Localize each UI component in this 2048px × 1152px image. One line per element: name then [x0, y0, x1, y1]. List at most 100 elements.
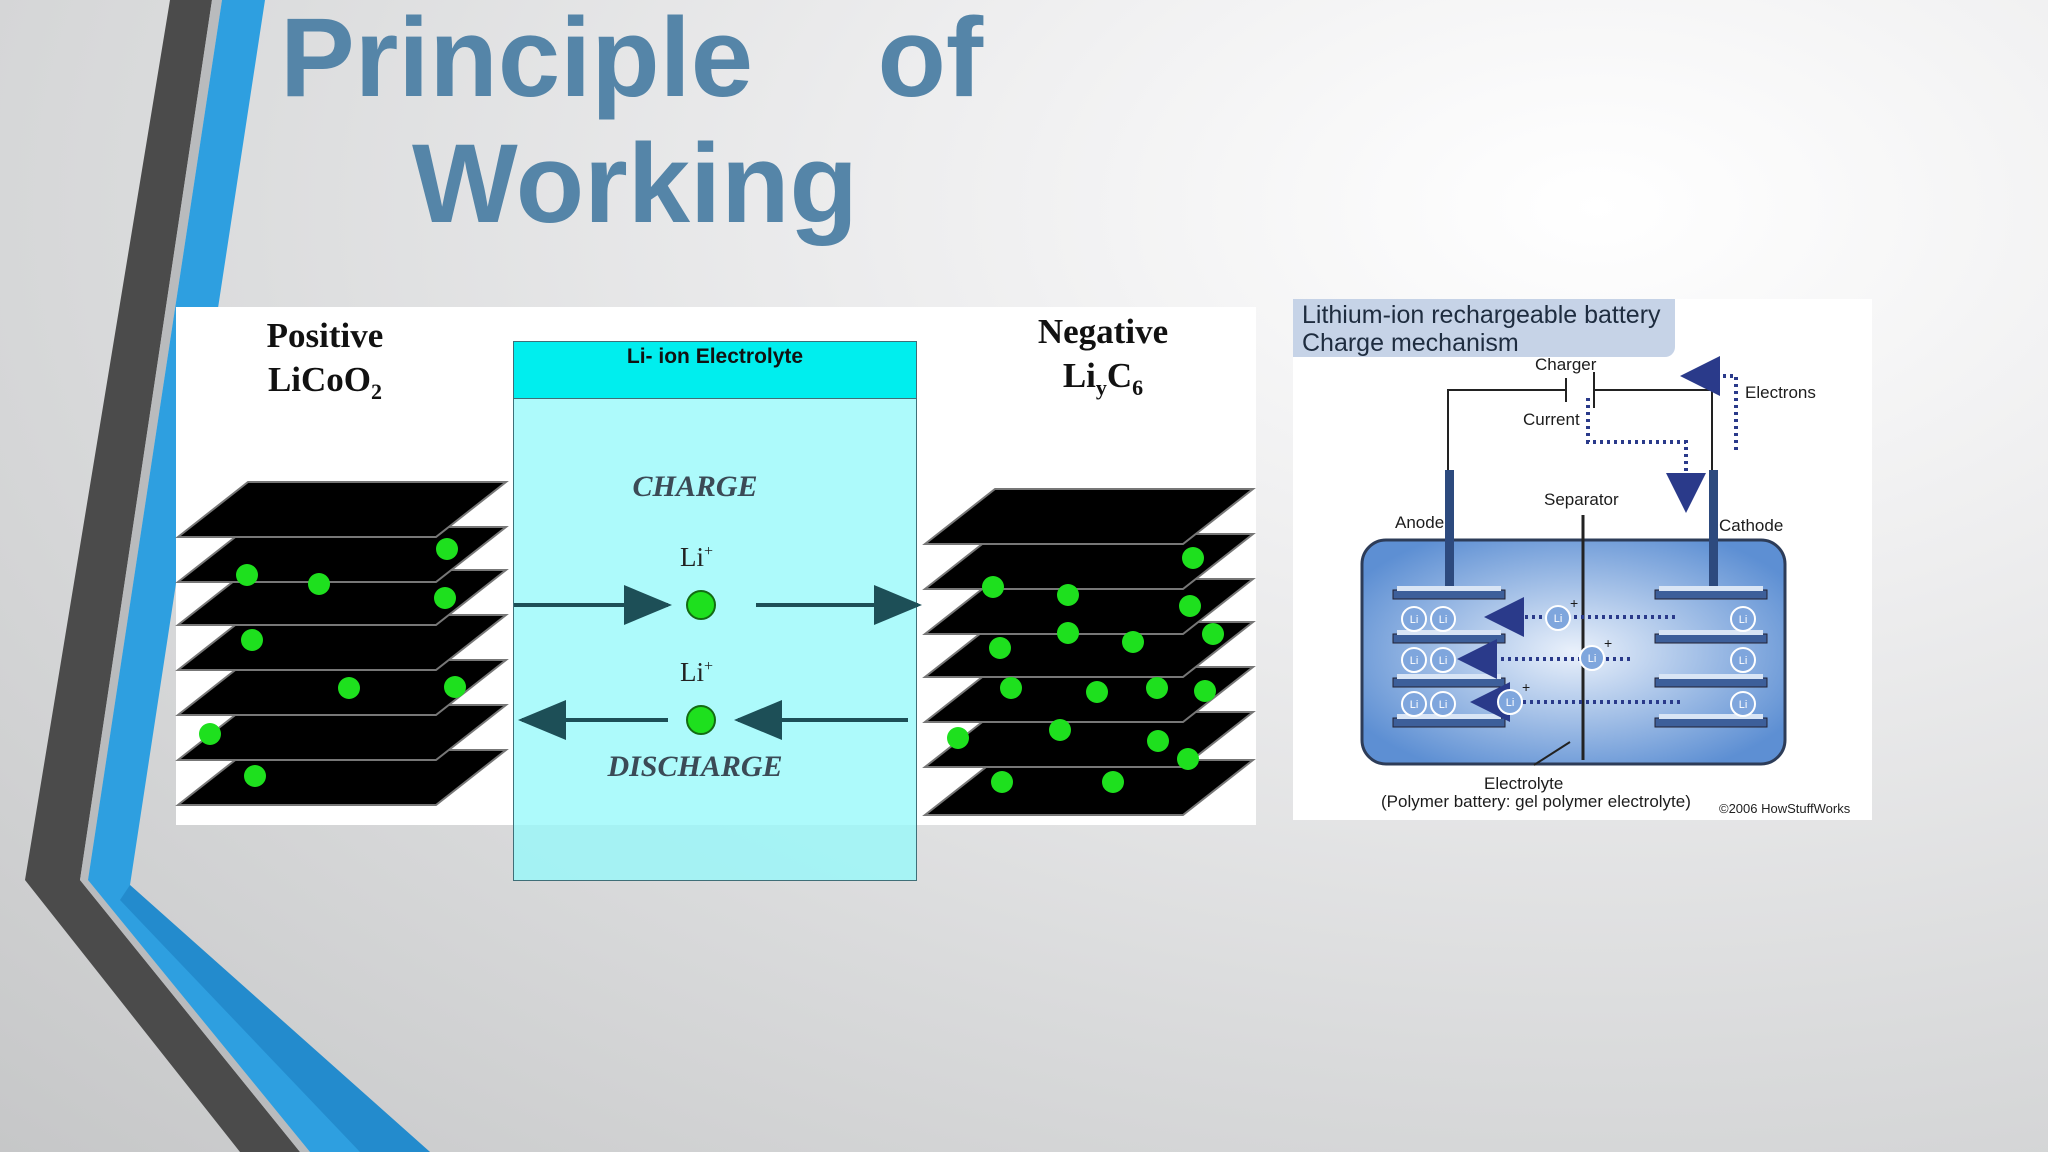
negative-li-dot: [1057, 622, 1079, 644]
anode-plate: [1392, 677, 1506, 688]
cathode-li-ion: [1730, 606, 1756, 632]
positive-li-dot: [244, 765, 266, 787]
electrolyte-pointer: [1533, 741, 1571, 766]
negative-formula: LiyC6: [1062, 356, 1144, 400]
anode-plate-highlight: [1397, 630, 1501, 635]
anode-li-ion-label: Li: [1410, 614, 1419, 626]
electron-path: [1680, 356, 1738, 450]
cathode-li-ion: [1730, 691, 1756, 717]
negative-li-dot: [991, 771, 1013, 793]
positive-li-dot: [199, 723, 221, 745]
anode-li-ion: [1430, 691, 1456, 717]
cathode-plate: [1654, 633, 1768, 644]
moving-li-ion: [1497, 689, 1523, 715]
anode-li-ion-label: Li: [1410, 699, 1419, 711]
cathode-li-ion: [1730, 647, 1756, 673]
anode-li-ion: [1401, 647, 1427, 673]
negative-sheet: [922, 488, 1256, 545]
anode-plate: [1392, 633, 1506, 644]
positive-label: Positive: [266, 316, 384, 355]
positive-li-dot: [444, 676, 466, 698]
negative-li-dot: [1177, 748, 1199, 770]
li-ion-label-discharge: Li+: [680, 657, 714, 687]
positive-sheet: [175, 481, 509, 538]
negative-li-dot: [1179, 595, 1201, 617]
anode-label: Anode: [1395, 513, 1445, 532]
anode-rod: [1445, 470, 1454, 590]
li-ion-charge: [686, 590, 716, 620]
negative-li-dot: [1122, 631, 1144, 653]
circuit-wire: [1594, 389, 1713, 477]
cathode-plate: [1654, 717, 1768, 728]
li-ion-label-charge: Li+: [680, 542, 714, 572]
positive-li-dot: [436, 538, 458, 560]
current-path: [1586, 398, 1706, 513]
moving-li-ion-charge: +: [1522, 679, 1530, 695]
cathode-plate-highlight: [1659, 674, 1763, 679]
discharge-label: DISCHARGE: [607, 750, 783, 783]
positive-formula: LiCoO2: [267, 360, 383, 404]
anode-li-ion-label: Li: [1439, 699, 1448, 711]
cathode-li-ion-label: Li: [1739, 614, 1748, 626]
anode-plate-highlight: [1397, 674, 1501, 679]
positive-li-dot: [434, 587, 456, 609]
cathode-plate-highlight: [1659, 714, 1763, 719]
slide-title-line-2: Working: [412, 121, 858, 246]
negative-label: Negative: [1037, 312, 1169, 351]
cathode-label: Cathode: [1719, 516, 1784, 535]
moving-li-ion-charge: +: [1570, 595, 1578, 611]
charge-label: CHARGE: [632, 470, 758, 503]
moving-li-ion-label: Li: [1554, 613, 1563, 625]
positive-li-dot: [308, 573, 330, 595]
negative-electrode-label: Negative LiyC6: [1003, 310, 1203, 410]
negative-li-dot: [1000, 677, 1022, 699]
cathode-li-ion-label: Li: [1739, 699, 1748, 711]
slide-title-line-1: Principle of: [280, 0, 984, 120]
electrolyte-label: Electrolyte: [1484, 774, 1564, 793]
positive-li-dot: [236, 564, 258, 586]
electrolyte-region: [513, 341, 917, 881]
cathode-rod: [1709, 470, 1718, 590]
anode-li-ion-label: Li: [1439, 614, 1448, 626]
negative-li-dot: [1057, 584, 1079, 606]
negative-li-dot: [1202, 623, 1224, 645]
cathode-plate-highlight: [1659, 586, 1763, 591]
electrons-label: Electrons: [1745, 383, 1816, 402]
electrolyte-header: Li- ion Electrolyte: [513, 341, 917, 399]
charge-mechanism-title: Lithium-ion rechargeable battery Charge …: [1293, 299, 1675, 357]
charger-label: Charger: [1535, 355, 1597, 374]
moving-li-ion: [1545, 605, 1571, 631]
negative-li-dot: [947, 727, 969, 749]
anode-li-ion: [1401, 691, 1427, 717]
negative-li-dot: [1182, 547, 1204, 569]
circuit-wire: [1447, 389, 1566, 477]
cathode-plate: [1654, 677, 1768, 688]
anode-li-ion: [1401, 606, 1427, 632]
positive-li-dot: [241, 629, 263, 651]
anode-plate-highlight: [1397, 586, 1501, 591]
positive-li-dot: [338, 677, 360, 699]
moving-li-ion-charge: +: [1604, 635, 1612, 651]
separator-label: Separator: [1544, 490, 1619, 509]
cathode-li-ion-label: Li: [1739, 655, 1748, 667]
negative-li-dot: [1102, 771, 1124, 793]
current-label: Current: [1523, 410, 1580, 429]
anode-li-ion-label: Li: [1410, 655, 1419, 667]
anode-li-ion: [1430, 647, 1456, 673]
cathode-plate: [1654, 589, 1768, 600]
negative-li-dot: [1146, 677, 1168, 699]
moving-li-ion-label: Li: [1506, 697, 1515, 709]
copyright-credit: ©2006 HowStuffWorks: [1719, 801, 1851, 816]
negative-li-dot: [1147, 730, 1169, 752]
anode-li-ion-label: Li: [1439, 655, 1448, 667]
cathode-plate-highlight: [1659, 630, 1763, 635]
negative-li-dot: [1194, 680, 1216, 702]
anode-plate: [1392, 589, 1506, 600]
negative-li-dot: [1049, 719, 1071, 741]
negative-li-dot: [1086, 681, 1108, 703]
anode-li-ion: [1430, 606, 1456, 632]
